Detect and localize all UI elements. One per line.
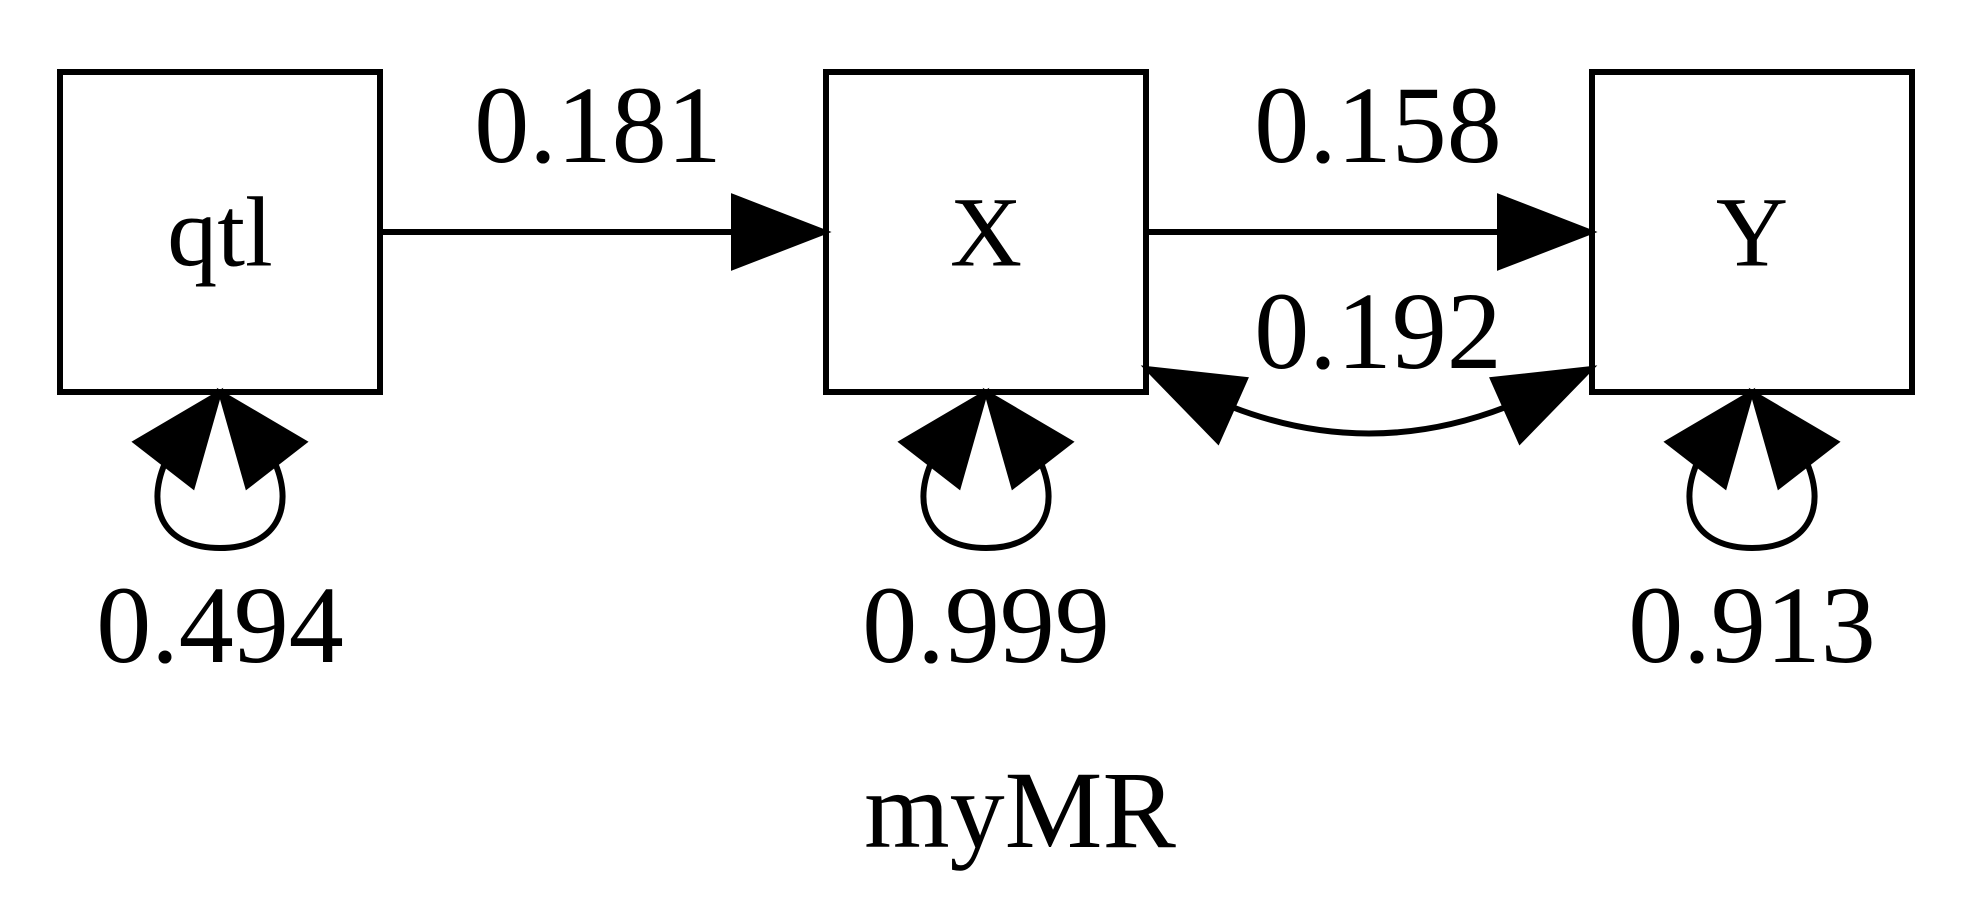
node-y-label: Y [1716, 177, 1788, 288]
loop-y-arrowhead-right [1748, 387, 1841, 491]
edge-x-to-y: 0.158 [1149, 64, 1598, 271]
node-x: X [823, 69, 1149, 395]
edge-x-y-covariance-curve [1230, 404, 1508, 437]
edge-x-y-covariance-arrowhead-y [1489, 365, 1598, 446]
edge-x-y-covariance: 0.192 [1140, 270, 1598, 446]
loop-x-arrowhead-left [897, 387, 990, 491]
loop-qtl-label: 0.494 [96, 564, 344, 686]
loop-x-curve [920, 461, 1052, 552]
loop-x-label: 0.999 [862, 564, 1110, 686]
loop-y-label: 0.913 [1628, 564, 1876, 686]
diagram-caption: myMR [864, 749, 1176, 871]
edge-qtl-to-x: 0.181 [383, 64, 832, 271]
loop-x-arrowhead-right [982, 387, 1075, 491]
edge-x-to-y-arrowhead [1497, 193, 1598, 271]
edge-x-to-y-label: 0.158 [1254, 64, 1502, 186]
edge-x-y-covariance-label: 0.192 [1254, 270, 1502, 392]
loop-x-variance: 0.999 [862, 387, 1110, 686]
loop-qtl-curve [154, 461, 286, 552]
loop-y-curve [1686, 461, 1818, 552]
edge-x-y-covariance-arrowhead-x [1140, 365, 1249, 446]
loop-qtl-variance: 0.494 [96, 387, 344, 686]
node-x-label: X [950, 177, 1022, 288]
loop-y-arrowhead-left [1663, 387, 1756, 491]
node-y: Y [1589, 69, 1915, 395]
edge-qtl-to-x-arrowhead [731, 193, 832, 271]
node-y-box [1589, 69, 1915, 395]
loop-qtl-arrowhead-right [216, 387, 309, 491]
node-qtl-box [57, 69, 383, 395]
node-qtl-label: qtl [167, 177, 273, 288]
edge-qtl-to-x-label: 0.181 [474, 64, 722, 186]
node-x-box [823, 69, 1149, 395]
loop-qtl-arrowhead-left [131, 387, 224, 491]
node-qtl: qtl [57, 69, 383, 395]
loop-y-variance: 0.913 [1628, 387, 1876, 686]
